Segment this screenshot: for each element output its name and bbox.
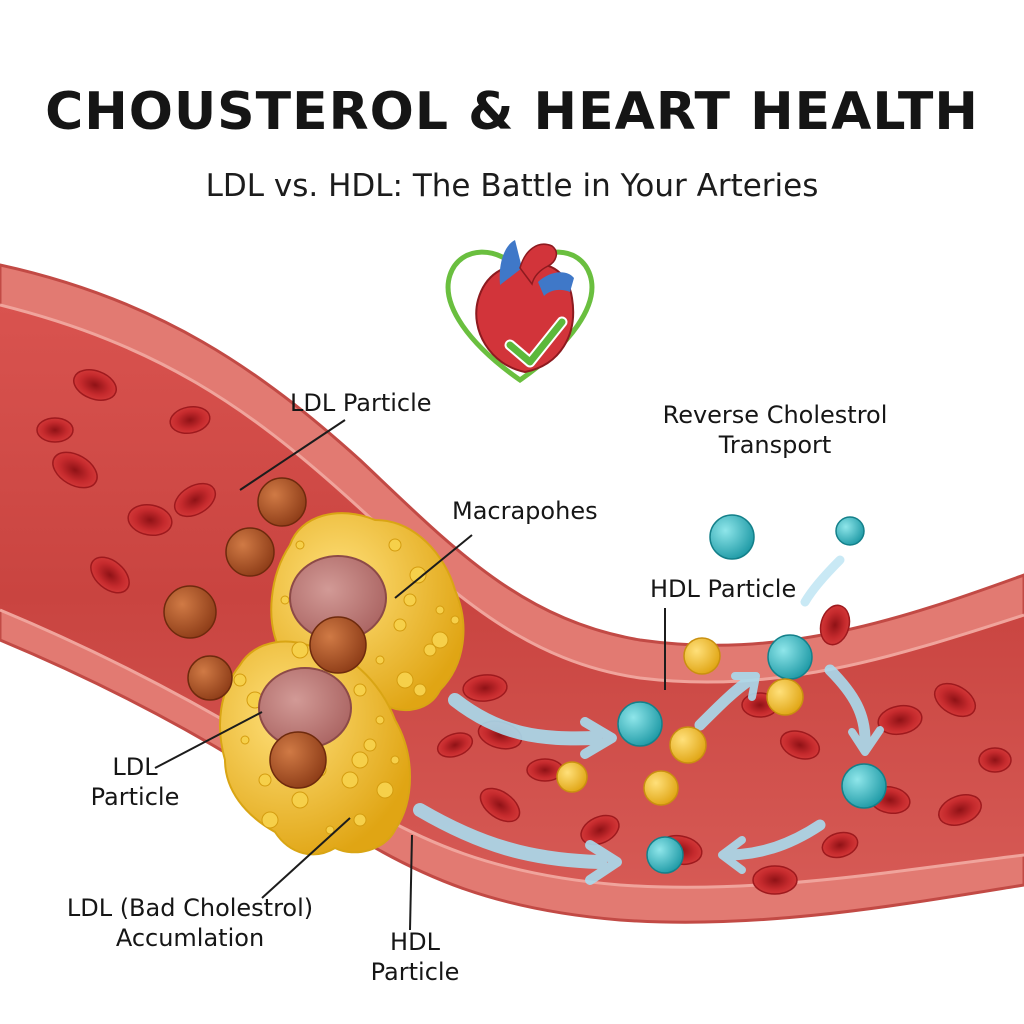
red-blood-cell (877, 704, 923, 736)
red-blood-cell (978, 747, 1012, 773)
cholesterol-droplet (683, 637, 721, 675)
label-ldl-accumulation: LDL (Bad Cholestrol) Accumlation (66, 894, 314, 952)
red-blood-cell (169, 405, 211, 435)
hdl-particle (841, 763, 887, 809)
red-blood-cell (36, 417, 74, 443)
label-reverse-cholesterol-transport: Reverse Cholestrol Transport (662, 401, 888, 459)
lipid-droplet (375, 655, 385, 665)
red-blood-cell (938, 794, 982, 826)
red-blood-cell (933, 682, 977, 718)
hdl-particle (617, 701, 663, 747)
macrophages (258, 555, 387, 749)
ldl-particle (309, 616, 367, 674)
lipid-droplet (280, 595, 290, 605)
label-hdl-particle-bottom: HDL Particle (370, 928, 460, 986)
page-title: CHOUSTEROL & HEART HEALTH (45, 82, 979, 142)
lipid-droplet (375, 715, 385, 725)
lipid-droplet (413, 683, 427, 697)
red-blood-cell (821, 831, 859, 859)
lipid-droplet (393, 618, 407, 632)
cholesterol-droplet (643, 770, 679, 806)
lipid-droplet (396, 671, 414, 689)
lipid-droplet (376, 781, 394, 799)
cholesterol-droplet (766, 678, 804, 716)
artery-lumen (0, 305, 1024, 888)
label-ldl-particle-top: LDL Particle (290, 389, 432, 417)
lipid-droplet (435, 605, 445, 615)
red-blood-cell (462, 674, 508, 702)
lipid-droplet (258, 773, 272, 787)
lipid-droplets (233, 538, 460, 835)
red-blood-cell (580, 814, 620, 846)
red-blood-cells (36, 369, 1012, 895)
label-macrophages: Macrapohes (452, 497, 598, 525)
label-ldl-particle-left: LDL Particle (90, 753, 180, 811)
lipid-droplet (431, 631, 449, 649)
page-subtitle: LDL vs. HDL: The Battle in Your Arteries (205, 168, 819, 204)
lipid-droplet (353, 813, 367, 827)
red-blood-cell (436, 732, 474, 758)
lipid-droplet (363, 738, 377, 752)
red-blood-cell (73, 369, 117, 401)
red-blood-cell (52, 451, 98, 489)
hdl-particle (646, 836, 684, 874)
cholesterol-droplet (669, 726, 707, 764)
lipid-droplet (325, 825, 335, 835)
lipid-droplet (450, 615, 460, 625)
lipid-droplet (233, 673, 247, 687)
hdl-particle (709, 514, 755, 560)
leader-lines (154, 419, 666, 931)
red-blood-cell (752, 865, 798, 895)
red-blood-cell (173, 482, 217, 518)
ldl-particle (163, 585, 217, 639)
lipid-droplet (390, 755, 400, 765)
ldl-particle (257, 477, 307, 527)
lipid-droplet (388, 538, 402, 552)
red-blood-cell (819, 604, 851, 646)
label-hdl-particle-right: HDL Particle (650, 575, 797, 603)
lipid-droplet (351, 751, 369, 769)
flow-arrows (413, 555, 884, 885)
red-blood-cell (90, 556, 130, 594)
cholesterol-droplet (556, 761, 588, 793)
ldl-particle (225, 527, 275, 577)
red-blood-cell (479, 787, 521, 823)
ldl-particle (269, 731, 327, 789)
lipid-droplet (409, 566, 427, 584)
lipid-droplet (423, 643, 437, 657)
lipid-droplet (291, 791, 309, 809)
hdl-particle (767, 634, 813, 680)
red-blood-cell (779, 730, 821, 760)
lipid-droplet (261, 811, 279, 829)
lipid-droplet (291, 641, 309, 659)
lipid-droplet (295, 540, 305, 550)
lipid-droplet (341, 771, 359, 789)
lipid-droplet (403, 593, 417, 607)
red-blood-cell (127, 503, 173, 537)
lipid-droplet (353, 683, 367, 697)
lipid-droplet (240, 735, 250, 745)
heart-with-checkmark-icon (445, 240, 595, 384)
hdl-particle (835, 516, 865, 546)
ldl-particle (187, 655, 233, 701)
